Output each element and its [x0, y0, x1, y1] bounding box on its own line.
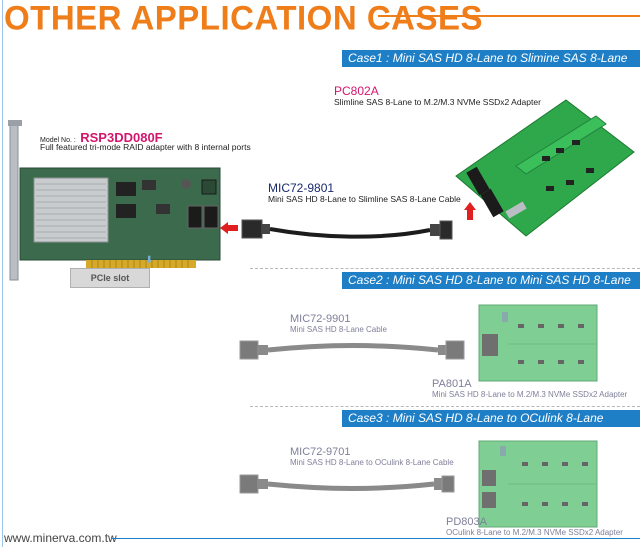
case3-adapter-name: PD803A — [446, 516, 487, 528]
model-prefix: Model No. : — [40, 137, 76, 144]
pcie-slot: PCIe slot — [70, 268, 150, 288]
case2-cable-desc: Mini SAS HD 8-Lane Cable — [290, 325, 387, 334]
left-arrow-icon — [220, 222, 238, 234]
case2-adapter-desc: Mini SAS HD 8-Lane to M.2/M.3 NVMe SSDx2… — [432, 390, 628, 399]
case2-divider — [250, 268, 640, 269]
case1-adapter-desc: Slimline SAS 8-Lane to M.2/M.3 NVMe SSDx… — [334, 97, 541, 107]
case1-adapter-image — [455, 99, 635, 237]
raid-model-line: Model No. : RSP3DD080F — [40, 129, 163, 147]
case1-cable-desc: Mini SAS HD 8-Lane to Slimline SAS 8-Lan… — [268, 194, 461, 204]
page-title: OTHER APPLICATION CASES — [4, 0, 484, 37]
page-left-rule — [2, 0, 3, 547]
case1-adapter-name: PC802A — [334, 84, 379, 98]
title-rule — [378, 15, 640, 17]
raid-card-image — [8, 120, 221, 281]
case2-adapter-name: PA801A — [432, 378, 472, 390]
up-arrow-icon — [464, 202, 476, 220]
case3-adapter-image — [478, 440, 598, 528]
footer-url[interactable]: www.minerva.com.tw — [4, 531, 117, 545]
case1-cable-name: MIC72-9801 — [268, 181, 335, 195]
pcie-slot-label: PCIe slot — [90, 273, 130, 283]
case1-bar: Case1 : Mini SAS HD 8-Lane to Slimine SA… — [342, 50, 640, 82]
raid-model: RSP3DD080F — [80, 130, 163, 145]
case3-adapter-desc: OCulink 8-Lane to M.2/M.3 NVMe SSDx2 Ada… — [446, 528, 623, 537]
case1-cable-image — [241, 219, 453, 240]
case2-adapter-image — [478, 304, 598, 382]
case3-cable-desc: Mini SAS HD 8-Lane to OCulink 8-Lane Cab… — [290, 458, 454, 467]
case3-bar: Case3 : Mini SAS HD 8-Lane to OCulink 8-… — [342, 410, 640, 442]
case3-cable-name: MIC72-9701 — [290, 446, 351, 458]
footer-rule — [112, 538, 640, 539]
case3-divider — [250, 406, 640, 407]
case2-cable-name: MIC72-9901 — [290, 313, 351, 325]
case2-cable-image — [239, 340, 465, 360]
case3-cable-image — [239, 474, 455, 494]
raid-description: Full featured tri-mode RAID adapter with… — [40, 142, 251, 152]
down-arrow-icon: ⬇ — [145, 255, 154, 266]
case2-bar: Case2 : Mini SAS HD 8-Lane to Mini SAS H… — [342, 272, 640, 304]
